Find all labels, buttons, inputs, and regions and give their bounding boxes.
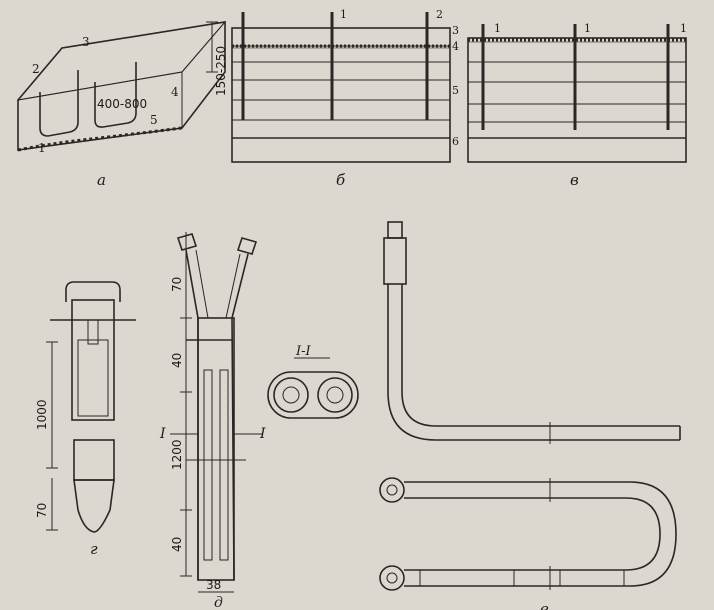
panel-b-part-2: 2 <box>436 8 443 21</box>
panel-a-depth-dimension: 150-250 <box>214 46 228 96</box>
panel-e <box>379 221 681 591</box>
panel-a-part-1: 1 <box>38 141 46 155</box>
panel-b-label: б <box>336 171 346 189</box>
panel-b-part-1: 1 <box>340 8 347 21</box>
panel-d-width-dimension: 38 <box>206 578 221 592</box>
panel-d <box>170 232 262 593</box>
panel-b-part-3: 3 <box>452 24 459 37</box>
panel-a <box>16 20 227 152</box>
panel-a-part-5: 5 <box>150 113 158 127</box>
panel-a-part-2: 2 <box>32 62 40 76</box>
panel-b-part-4: 4 <box>452 40 459 53</box>
section-view <box>267 357 359 419</box>
panel-a-spacing-dimension: 400-800 <box>97 97 147 111</box>
panel-a-part-4: 4 <box>171 85 179 99</box>
panel-a-part-3: 3 <box>82 35 90 49</box>
section-label: I-I <box>295 344 312 359</box>
panel-v <box>467 24 687 163</box>
panel-g-label: г <box>90 540 98 558</box>
panel-g-length-dimension: 1000 <box>35 399 49 430</box>
panel-v-part-1c: 1 <box>680 22 687 35</box>
panel-e-label: е <box>540 600 549 610</box>
panel-b <box>231 12 451 163</box>
panel-d-lower-dimension: 40 <box>170 537 184 552</box>
panel-v-part-1a: 1 <box>494 22 501 35</box>
panel-v-part-1b: 1 <box>584 22 591 35</box>
section-mark-left: I <box>159 426 166 442</box>
panel-b-part-5: 5 <box>452 84 459 97</box>
panel-d-label: д <box>214 595 223 610</box>
panel-d-top-dimension: 70 <box>170 277 184 292</box>
panel-g <box>46 281 136 533</box>
section-mark-right: I <box>259 426 266 442</box>
panel-v-label: в <box>570 171 579 189</box>
panel-d-main-dimension: 1200 <box>170 439 184 470</box>
panel-g-tip-dimension: 70 <box>35 503 49 518</box>
panel-d-upper-dimension: 40 <box>170 353 184 368</box>
panel-a-label: а <box>97 171 106 189</box>
panel-b-part-6: 6 <box>452 135 459 148</box>
